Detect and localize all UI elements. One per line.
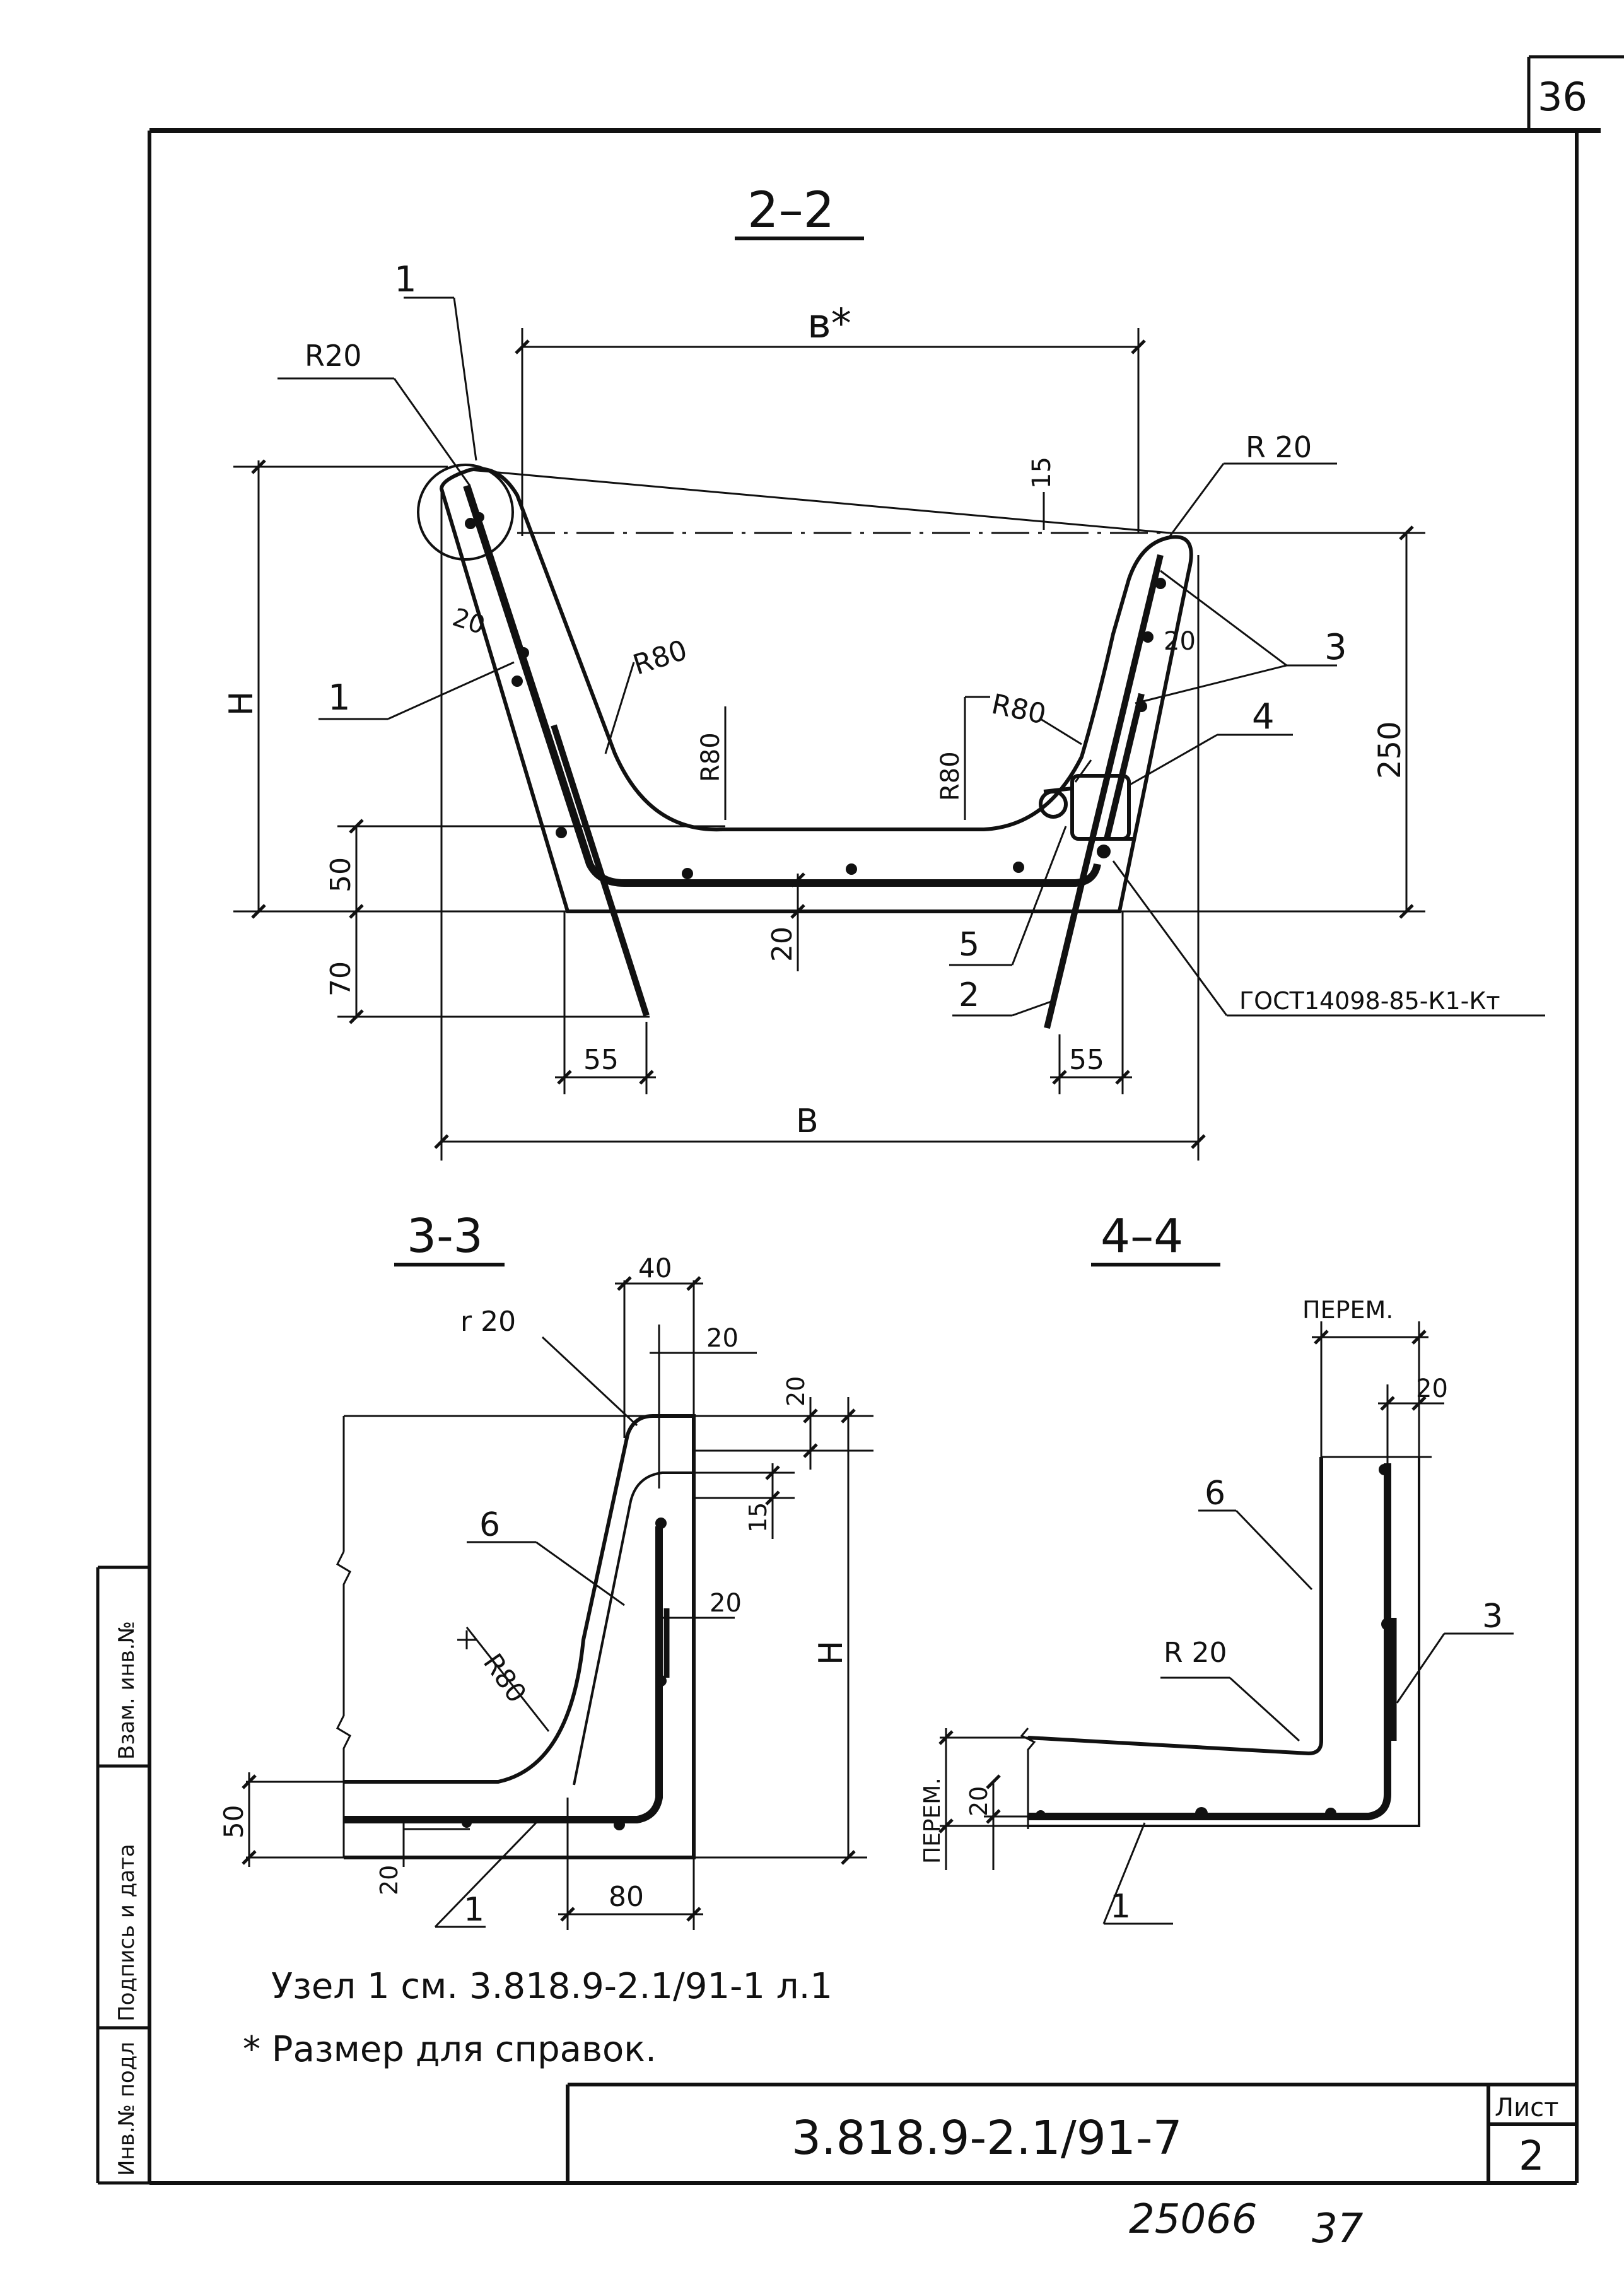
dim-20-side: 20 bbox=[965, 1786, 993, 1816]
dim-80: 80 bbox=[609, 1881, 644, 1913]
callout-4: 4 bbox=[1252, 696, 1275, 737]
section-4-4-outline bbox=[1027, 1457, 1323, 1756]
dim-20-left: 20 bbox=[449, 603, 489, 640]
page-number: 36 bbox=[1538, 74, 1587, 120]
doc-code: 3.818.9-2.1/91-7 bbox=[792, 2111, 1183, 2165]
dim-h: Н bbox=[223, 691, 260, 716]
section-4-4-labels: ПЕРЕМ. 20 R 20 ПЕРЕМ. 20 6 3 1 bbox=[920, 1296, 1503, 1926]
sheet-label: Лист bbox=[1495, 2093, 1558, 2122]
callout-1-mid: 1 bbox=[328, 677, 351, 718]
sheet-number: 2 bbox=[1519, 2133, 1545, 2180]
section-3-3-bar-dots bbox=[462, 1518, 667, 1830]
dim-r20: R 20 bbox=[1164, 1637, 1227, 1669]
section-3-3-rebar-1 bbox=[344, 1526, 663, 1823]
callout-3: 3 bbox=[1324, 627, 1347, 668]
section-3-3-ticks bbox=[242, 1276, 856, 1922]
dim-20-c: 20 bbox=[710, 1589, 742, 1618]
section-4-4-outline-2 bbox=[1028, 1457, 1420, 1827]
dim-55-left: 55 bbox=[583, 1044, 619, 1076]
section-4-4-bar-dots bbox=[1036, 1464, 1394, 1820]
dim-20-a: 20 bbox=[706, 1324, 739, 1353]
rebar-left-anchor bbox=[551, 724, 650, 1017]
dim-perem-top: ПЕРЕМ. bbox=[1302, 1296, 1393, 1324]
section-4-4-title: 4–4 bbox=[1101, 1209, 1183, 1263]
dim-50: 50 bbox=[325, 857, 357, 892]
dim-250: 250 bbox=[1372, 721, 1408, 779]
dim-r20-right: R 20 bbox=[1246, 430, 1312, 464]
dim-15: 15 bbox=[1027, 457, 1056, 489]
dim-40: 40 bbox=[638, 1253, 672, 1284]
section-2-2-dimlines bbox=[233, 296, 1545, 1161]
bar-sections bbox=[465, 512, 1166, 879]
section-2-2-labels: в* В Н 250 50 70 20 20 20 15 55 55 R20 R… bbox=[223, 259, 1500, 1140]
section-4-4-ticks bbox=[938, 1330, 1427, 1834]
rebar-2 bbox=[1044, 554, 1164, 1029]
trough-outline bbox=[439, 467, 1193, 913]
dim-50: 50 bbox=[218, 1805, 249, 1839]
dim-20-right: 20 bbox=[1164, 627, 1196, 656]
section-2-2-title: 2–2 bbox=[747, 182, 834, 239]
dim-r80-2: R80 bbox=[696, 732, 725, 782]
section-3-3-dimlines bbox=[246, 1280, 873, 1930]
dim-20-b: 20 bbox=[782, 1376, 810, 1407]
dim-r80-4: R80 bbox=[989, 688, 1049, 731]
dim-70: 70 bbox=[325, 961, 357, 997]
dim-r20-left: R20 bbox=[305, 339, 362, 373]
node-4-weld bbox=[1039, 774, 1135, 841]
stamp-col-3: Взам. инв.№ bbox=[114, 1621, 139, 1760]
gost-callout: ГОСТ14098-85-К1-Кт bbox=[1239, 987, 1500, 1015]
dim-15: 15 bbox=[744, 1502, 772, 1533]
section-4-4-dimlines bbox=[940, 1321, 1514, 1925]
callout-3: 3 bbox=[1482, 1598, 1503, 1635]
callout-1-top: 1 bbox=[394, 259, 417, 300]
bottom-number-1: 25066 bbox=[1129, 2196, 1258, 2243]
section-2-2-ticks bbox=[251, 339, 1414, 1149]
callout-1: 1 bbox=[1110, 1888, 1131, 1926]
sheet-frame bbox=[148, 55, 1624, 2185]
dim-perem-side: ПЕРЕМ. bbox=[920, 1777, 945, 1864]
callout-6: 6 bbox=[1205, 1475, 1225, 1512]
note-node-1: Узел 1 см. 3.818.9-2.1/91-1 л.1 bbox=[271, 1966, 832, 2007]
dim-20-bottom: 20 bbox=[766, 927, 798, 962]
dim-r80-1: R80 bbox=[629, 634, 691, 681]
dim-55-right: 55 bbox=[1069, 1044, 1104, 1076]
dim-20-d: 20 bbox=[375, 1865, 403, 1895]
dim-b-total: В bbox=[796, 1103, 819, 1140]
title-block bbox=[566, 2083, 1577, 2183]
bottom-number-2: 37 bbox=[1312, 2206, 1364, 2252]
section-3-3-inner-curve bbox=[573, 1471, 694, 1786]
rebar-1 bbox=[463, 484, 1101, 887]
dim-r80-3: R80 bbox=[936, 751, 965, 801]
stamp-col-2: Подпись и дата bbox=[114, 1844, 139, 2021]
side-stamp bbox=[96, 1565, 149, 2185]
section-3-3-title: 3-3 bbox=[407, 1209, 483, 1263]
stamp-col-1: Инв.№ подл bbox=[114, 2042, 139, 2176]
section-4-4-rebar-1 bbox=[1028, 1463, 1391, 1820]
dim-r20: r 20 bbox=[460, 1306, 516, 1338]
section-3-3-labels: 40 r 20 20 20 15 20 Н R80 50 20 80 6 1 bbox=[218, 1253, 850, 1929]
callout-2: 2 bbox=[959, 976, 979, 1014]
section-2-2: 2–2 bbox=[223, 182, 1545, 1161]
node-1-circle bbox=[417, 464, 514, 561]
callout-5: 5 bbox=[959, 926, 979, 964]
dim-b-star: в* bbox=[807, 301, 851, 348]
callout-6: 6 bbox=[479, 1506, 500, 1544]
callout-1: 1 bbox=[464, 1891, 484, 1929]
rebar-3 bbox=[1104, 693, 1145, 840]
dim-20-top: 20 bbox=[1416, 1374, 1448, 1403]
note-reference-dim: * Размер для справок. bbox=[243, 2029, 657, 2070]
section-4-4: 4–4 bbox=[920, 1209, 1514, 1926]
section-3-3-outline bbox=[344, 1414, 696, 1859]
section-3-3: 3-3 bbox=[218, 1209, 873, 1930]
dim-h: Н bbox=[812, 1641, 850, 1665]
